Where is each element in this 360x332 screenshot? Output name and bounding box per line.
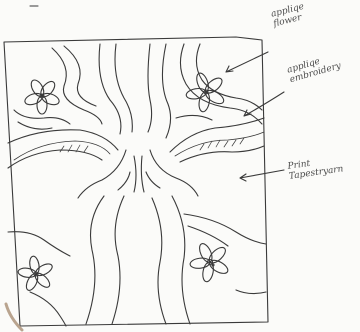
arrow-print-tapestry <box>240 170 284 181</box>
tapestry-hatch <box>60 138 244 152</box>
trunk-lower-right <box>172 196 190 324</box>
trunk-lower-left <box>86 196 104 324</box>
band-lower-edge-left <box>8 150 102 168</box>
flow-line-tl-2 <box>64 46 96 106</box>
flower-bottom-right <box>190 242 230 283</box>
flow-line-bl-1 <box>8 232 70 256</box>
band-upper-edge-right <box>170 118 264 152</box>
center-inner-right <box>146 172 160 188</box>
trunk-upper-left <box>99 44 121 134</box>
band-middle-stroke-right <box>175 132 264 156</box>
trunk-upper-right <box>162 44 170 138</box>
trunk-lower-inner-right <box>152 198 166 324</box>
band-lower-edge-right <box>180 146 264 162</box>
flower-top-left <box>23 78 60 114</box>
flower-bottom-left <box>18 255 54 292</box>
flow-line-br-3 <box>236 290 266 294</box>
center-notch <box>134 156 144 192</box>
flow-line-tl-4 <box>18 122 52 129</box>
flow-line-tr-3 <box>176 115 212 120</box>
arrow-appliqe-flower <box>226 52 268 72</box>
flow-line-tl-3 <box>14 110 70 124</box>
center-split-right <box>150 150 198 196</box>
flow-line-bl-2 <box>30 292 66 326</box>
flow-line-tr-2 <box>196 44 262 110</box>
center-inner-left <box>118 172 130 190</box>
flow-line-br-2 <box>188 226 228 246</box>
trunk-upper-inner-left <box>115 44 132 132</box>
center-split-left <box>78 150 126 198</box>
trunk-upper-inner-right <box>148 44 152 132</box>
trunk-lower-inner-left <box>112 196 124 324</box>
